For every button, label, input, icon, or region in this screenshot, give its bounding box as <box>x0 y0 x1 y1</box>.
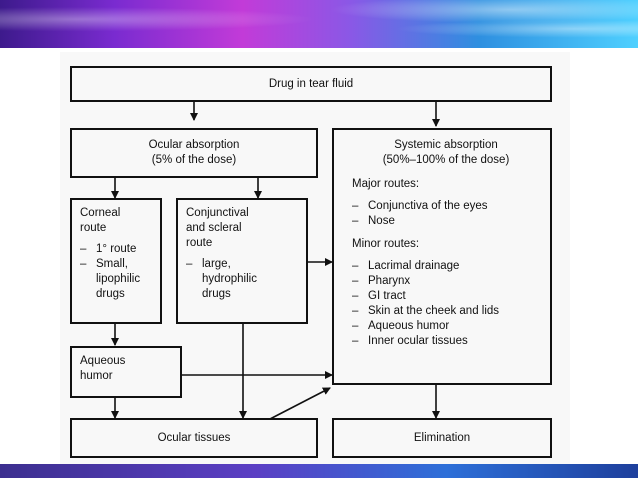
aqueous-humor-label-2: humor <box>80 370 113 382</box>
minor-routes-heading: Minor routes: <box>352 238 420 250</box>
ocular-tissues-box: Ocular tissues <box>70 418 318 458</box>
major-routes-heading: Major routes: <box>352 178 420 190</box>
list-item: –Small, <box>80 258 128 270</box>
conjunctival-route-title-2: and scleral <box>186 222 242 234</box>
list-item: –Skin at the cheek and lids <box>352 305 500 317</box>
elimination-label: Elimination <box>413 431 471 444</box>
list-item: –large, <box>186 258 231 270</box>
ocular-absorption-box: Ocular absorption (5% of the dose) <box>70 128 318 178</box>
flow-diagram: Drug in tear fluid Ocular absorption (5%… <box>60 52 570 464</box>
list-item-continuation: drugs <box>202 288 231 300</box>
slide-footer-banner <box>0 464 638 478</box>
list-item: –1° route <box>80 243 137 255</box>
slide-header-banner <box>0 0 638 48</box>
ocular-absorption-dose: (5% of the dose) <box>151 154 237 166</box>
list-item-continuation: hydrophilic <box>202 273 257 285</box>
corneal-route-title-1: Corneal <box>80 207 121 219</box>
elimination-box: Elimination <box>332 418 552 458</box>
conjunctival-route-title-1: Conjunctival <box>186 207 249 219</box>
systemic-absorption-dose: (50%–100% of the dose) <box>382 154 510 166</box>
list-item-continuation: lipophilic <box>96 273 141 285</box>
list-item-continuation: drugs <box>96 288 125 300</box>
conjunctival-route-box: Conjunctival and scleral route –large, h… <box>176 198 308 324</box>
conjunctival-route-title-3: route <box>186 237 213 249</box>
ocular-absorption-title: Ocular absorption <box>148 139 240 151</box>
ocular-tissues-label: Ocular tissues <box>157 431 231 444</box>
corneal-route-title-2: route <box>80 222 107 234</box>
list-item: –Conjunctiva of the eyes <box>352 200 488 212</box>
aqueous-humor-label-1: Aqueous <box>80 355 126 367</box>
list-item: –Lacrimal drainage <box>352 260 460 272</box>
systemic-absorption-title: Systemic absorption <box>394 139 498 151</box>
list-item: –Pharynx <box>352 275 411 287</box>
drug-in-tear-fluid-label: Drug in tear fluid <box>268 77 354 90</box>
list-item: –GI tract <box>352 290 406 302</box>
arrow-tissues-to-systemic <box>269 387 331 420</box>
systemic-absorption-box: Systemic absorption (50%–100% of the dos… <box>332 128 552 385</box>
list-item: –Aqueous humor <box>352 320 450 332</box>
aqueous-humor-box: Aqueous humor <box>70 346 182 398</box>
drug-in-tear-fluid-box: Drug in tear fluid <box>70 66 552 102</box>
list-item: –Inner ocular tissues <box>352 335 468 347</box>
corneal-route-box: Corneal route –1° route –Small, lipophil… <box>70 198 162 324</box>
connector-arrows <box>111 102 440 420</box>
list-item: –Nose <box>352 215 395 227</box>
